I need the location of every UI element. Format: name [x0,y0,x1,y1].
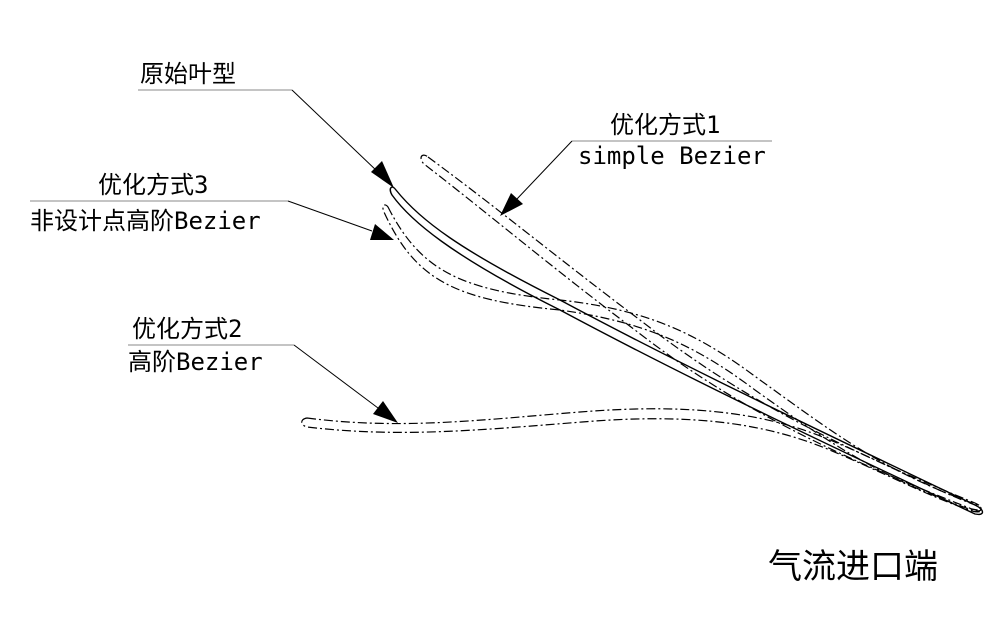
inlet-label: 气流进口端 [768,547,938,587]
arrowhead-method3 [370,224,394,240]
leader-method3 [287,200,373,232]
label-original-title: 原始叶型 [140,60,236,88]
leader-method2 [293,344,379,409]
method3-blade-profile [382,204,982,512]
label-method3: 优化方式3 非设计点高阶Bezier [30,171,394,240]
arrowhead-method2 [373,401,398,423]
arrowhead-method1 [500,193,523,216]
method1-blade-profile [420,154,982,511]
arrowhead-original [371,161,394,188]
label-method3-title: 优化方式3 [98,171,208,199]
label-method2: 优化方式2 高阶Bezier [128,315,398,423]
original-blade-profile [389,186,984,516]
label-method1-subtitle: simple Bezier [578,142,766,170]
label-method2-title: 优化方式2 [132,315,242,343]
label-method3-subtitle: 非设计点高阶Bezier [30,207,261,235]
label-original: 原始叶型 [138,60,394,188]
label-method2-subtitle: 高阶Bezier [128,348,263,376]
method2-blade-profile [301,408,982,513]
label-method1-title: 优化方式1 [610,111,720,139]
leader-method1 [515,140,573,201]
label-method1: 优化方式1 simple Bezier [500,111,772,216]
leader-original [291,89,379,173]
